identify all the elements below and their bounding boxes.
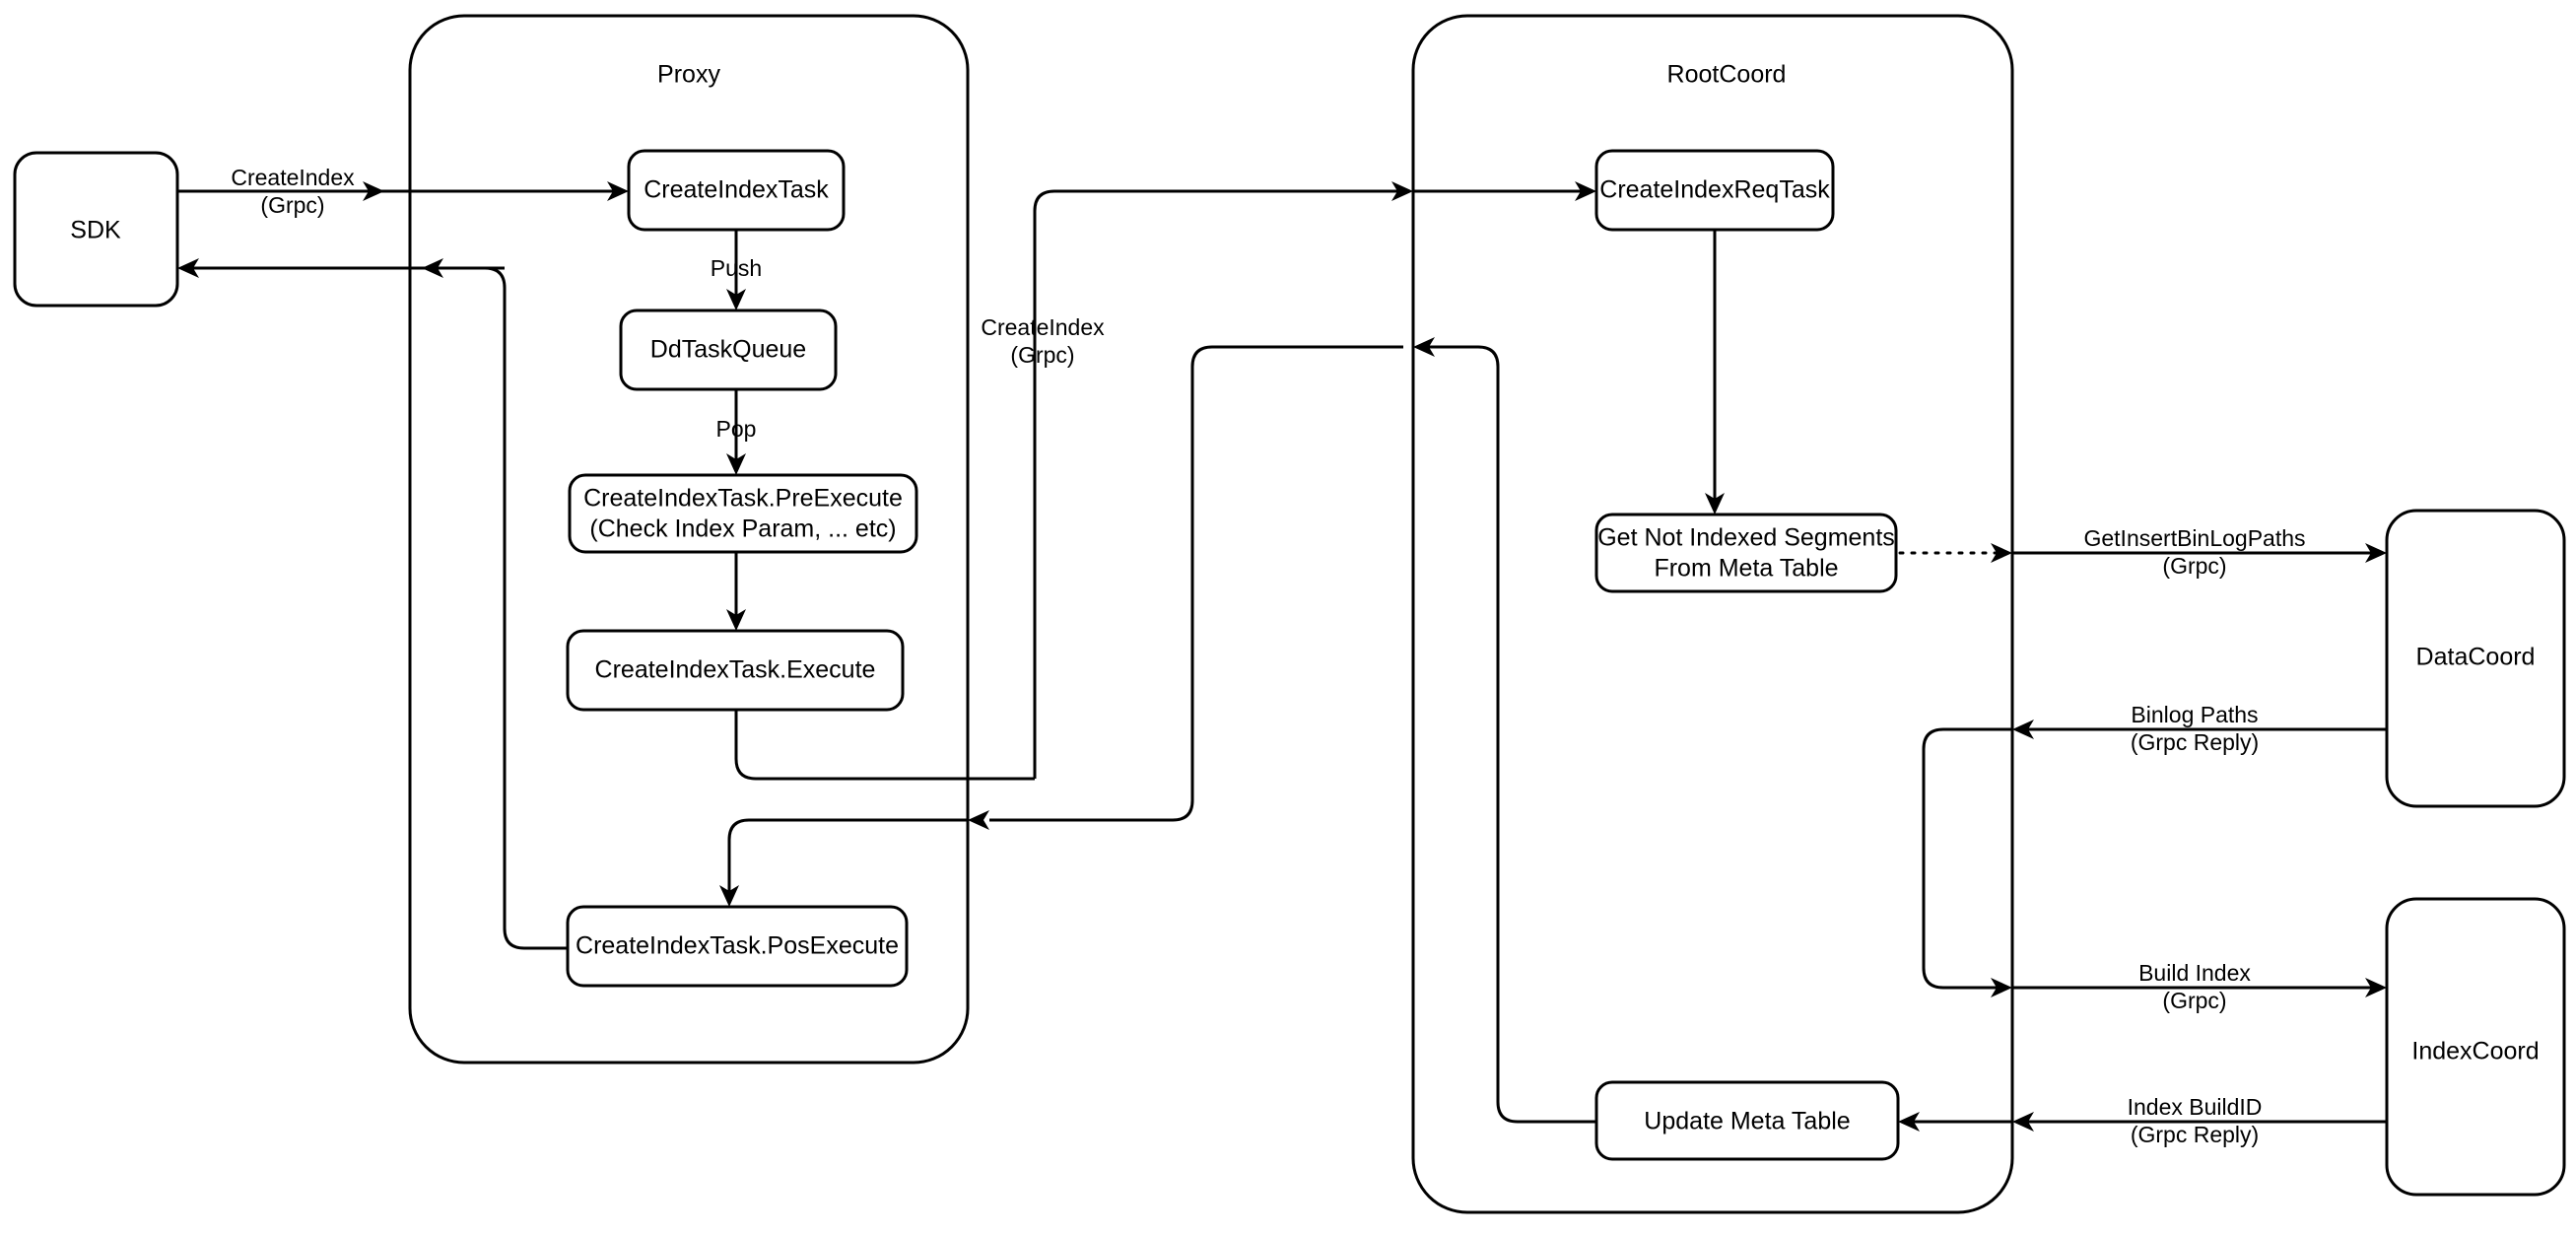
node-dd-task-queue-label: DdTaskQueue	[650, 336, 806, 364]
node-indexcoord[interactable]	[2385, 897, 2566, 1197]
edge-execute-to-rootcoord	[734, 710, 1035, 781]
edge-label-build-index-line1: Build Index	[2138, 960, 2251, 986]
edge-label-binlog-paths-line2: (Grpc Reply)	[2131, 729, 2259, 755]
edge-label-getinsertbinlogpaths-line2: (Grpc)	[2162, 553, 2226, 579]
node-create-index-req-task-label: CreateIndexReqTask	[1599, 176, 1830, 204]
edge-label-getinsertbinlogpaths-line1: GetInsertBinLogPaths	[2083, 525, 2305, 551]
container-proxy	[408, 14, 970, 1064]
edge-label-proxy-rootcoord-line2: (Grpc)	[1010, 342, 1074, 368]
node-datacoord-label: DataCoord	[2416, 644, 2536, 671]
arrowhead-sdk-to-proxy-boundary	[363, 181, 384, 201]
node-pre-execute-label-2: (Check Index Param, ... etc)	[589, 515, 896, 543]
arrowhead-to-get-segments	[1705, 493, 1725, 515]
arrowhead-return-to-sdk	[177, 258, 199, 278]
arrowhead-reply-crossing-proxy	[968, 810, 989, 830]
arrowhead-push	[726, 289, 746, 310]
arrowhead-build-index-rootcoord-boundary	[1991, 978, 2012, 997]
node-dd-task-queue[interactable]	[619, 309, 838, 391]
edge-label-build-index-line2: (Grpc)	[2162, 988, 2226, 1013]
edge-label-sdk-createindex-line2: (Grpc)	[260, 192, 324, 218]
arrowhead-to-pos-execute	[719, 885, 739, 907]
edge-label-proxy-rootcoord-line1: CreateIndex	[981, 314, 1105, 340]
arrowhead-createindex-rootcoord-boundary	[1391, 181, 1413, 201]
node-pre-execute[interactable]	[568, 473, 918, 554]
edge-binlog-down-to-build-index	[1922, 727, 2012, 990]
container-rootcoord	[1411, 14, 2014, 1214]
edge-label-sdk-createindex-line1: CreateIndex	[231, 165, 355, 190]
arrowhead-dotted-rootcoord-boundary	[1991, 543, 2012, 563]
arrowhead-to-datacoord	[2365, 543, 2387, 563]
edge-update-meta-to-rootcoord-reply	[1423, 345, 1596, 1124]
edge-label-index-buildid-line2: (Grpc Reply)	[2131, 1122, 2259, 1147]
arrowhead-return-crossing-proxy	[422, 258, 443, 278]
node-execute-label: CreateIndexTask.Execute	[595, 656, 876, 684]
arrowhead-binlog-paths-rootcoord-boundary	[2012, 720, 2034, 739]
node-sdk[interactable]	[13, 151, 179, 308]
container-proxy-label: Proxy	[657, 61, 720, 89]
node-create-index-task-label: CreateIndexTask	[644, 176, 829, 204]
node-get-not-indexed-segments-label-1: Get Not Indexed Segments	[1597, 524, 1895, 552]
arrowhead-to-indexcoord	[2365, 978, 2387, 997]
node-sdk-label: SDK	[70, 217, 121, 244]
arrowhead-pop	[726, 453, 746, 475]
edge-label-pop: Pop	[716, 416, 757, 442]
node-pos-execute[interactable]	[566, 905, 909, 988]
container-rootcoord-label: RootCoord	[1667, 61, 1787, 89]
node-indexcoord-label: IndexCoord	[2411, 1038, 2539, 1065]
edge-createindex-vertical-riser	[1033, 189, 1403, 779]
arrowhead-to-create-index-task	[607, 181, 629, 201]
edge-rootcoord-reply-to-proxy	[989, 345, 1403, 822]
node-pre-execute-label-1: CreateIndexTask.PreExecute	[583, 485, 903, 513]
arrowhead-to-update-meta-table	[1898, 1112, 1920, 1132]
node-update-meta-table-label: Update Meta Table	[1644, 1108, 1850, 1135]
arrowhead-to-create-index-req-task	[1575, 181, 1596, 201]
edge-reply-to-pos-execute	[727, 818, 968, 895]
node-datacoord[interactable]	[2385, 509, 2566, 808]
edge-label-index-buildid-line1: Index BuildID	[2128, 1094, 2263, 1120]
arrowhead-pre-execute-to-execute	[726, 609, 746, 631]
edge-label-push: Push	[711, 255, 762, 281]
node-get-not-indexed-segments-label-2: From Meta Table	[1654, 555, 1838, 583]
edge-pos-execute-to-sdk-return	[484, 266, 568, 950]
node-pos-execute-label: CreateIndexTask.PosExecute	[576, 932, 899, 960]
node-get-not-indexed-segments[interactable]	[1594, 513, 1898, 593]
arrowhead-index-buildid-rootcoord-boundary	[2012, 1112, 2034, 1132]
edge-label-binlog-paths-line1: Binlog Paths	[2131, 702, 2258, 727]
